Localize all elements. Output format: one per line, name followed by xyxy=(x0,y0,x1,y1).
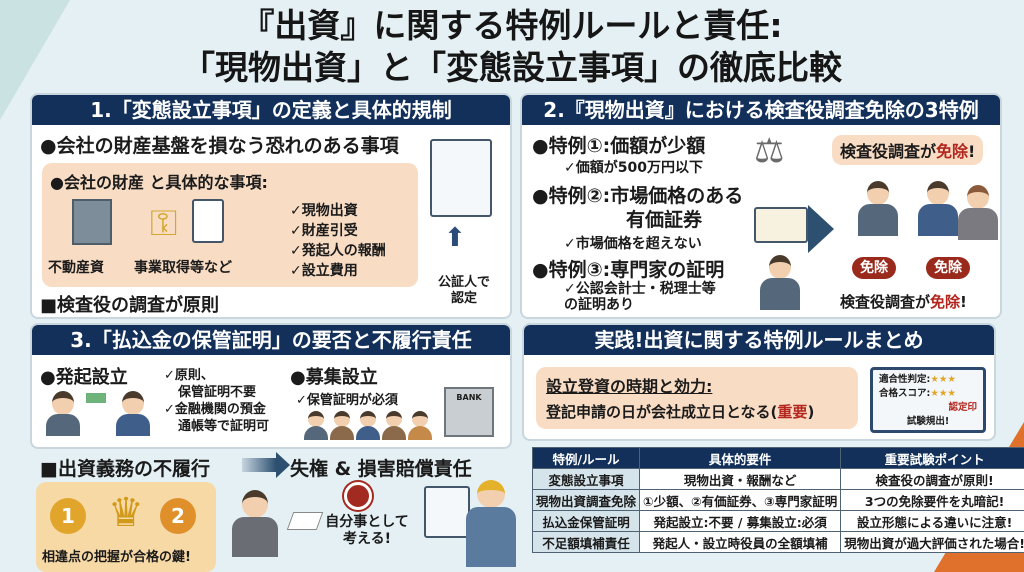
consequence-label: 失権 & 損害賠償責任 xyxy=(290,458,472,480)
certificate-icon xyxy=(430,139,492,217)
person-icon xyxy=(918,181,958,236)
check-item: ✓財産引受 xyxy=(290,223,358,239)
table-row: 払込金保管証明発起設立:不要 / 募集設立:必須設立形態による違いに注意! xyxy=(531,510,1024,532)
exempt-badge: 免除 xyxy=(852,257,896,279)
person-icon xyxy=(46,391,80,436)
building-icon xyxy=(72,199,112,245)
key-icon: ⚿ xyxy=(150,203,178,244)
seal-icon xyxy=(344,482,372,510)
section3-panel: 3.「払込金の保管証明」の要否と不履行責任 ●発起設立 ✓原則、 保管証明不要 … xyxy=(30,323,512,449)
table-header: 重要試験ポイント xyxy=(840,447,1024,469)
check-item: ✓設立費用 xyxy=(290,263,358,279)
worker-icon xyxy=(466,480,516,567)
timing-text: 登記申請の日が会社成立日となる(重要) xyxy=(546,403,815,421)
boshu-title: ●募集設立 xyxy=(290,367,378,388)
case2-title: ●特例②:市場価格のある xyxy=(532,185,744,207)
section1-principle: ■検査役の調査が原則 xyxy=(40,295,220,316)
hokki-check: 保管証明不要 xyxy=(178,385,257,400)
medal-box: 1 ♛ 2 相違点の把握が合格の鍵! xyxy=(36,482,216,572)
page-title-line1: 『出資』に関する特例ルールと責任: xyxy=(241,6,783,45)
arrow-right-icon xyxy=(242,458,276,472)
think-label: 自分事として考える! xyxy=(325,514,409,547)
hokki-check: 通帳等で証明可 xyxy=(178,419,270,434)
failure-label: ■出資義務の不履行 xyxy=(40,458,210,480)
medal-icon: 1 xyxy=(50,498,86,534)
table-header: 具体的要件 xyxy=(639,447,842,469)
page-title-line2: 「現物出資」と「変態設立事項」の徹底比較 xyxy=(182,48,842,87)
timing-box: 設立登資の時期と効力: 登記申請の日が会社成立日となる(重要) xyxy=(536,367,858,429)
section1-panel: 1.「変態設立事項」の定義と具体的規制 ●会社の財産基盤を損なう恐れのある事項 … xyxy=(30,93,512,319)
hokki-title: ●発起設立 xyxy=(40,367,128,388)
case3-detail2: の証明あり xyxy=(564,297,634,313)
section2-panel: 2.『現物出資』における検査役調査免除の3特例 ●特例①:価額が少額 ✓価額が5… xyxy=(520,93,1002,319)
case3-detail: ✓公認会計士・税理士等 xyxy=(564,281,716,297)
section4-header: 実践!出資に関する特例ルールまとめ xyxy=(524,325,994,355)
section1-lead: ●会社の財産基盤を損なう恐れのある事項 xyxy=(40,135,399,157)
label-real-estate: 不動産資 xyxy=(48,260,104,276)
section1-box-title: ●会社の財産 と具体的な事項: xyxy=(50,173,268,192)
section2-header: 2.『現物出資』における検査役調査免除の3特例 xyxy=(522,95,1000,125)
bank-icon: BANK xyxy=(444,387,494,437)
person-icon xyxy=(958,185,998,240)
trophy-icon: ♛ xyxy=(108,490,144,536)
arrow-up-icon: ⬆ xyxy=(444,223,466,253)
exempt-bottom-label: 検査役調査が免除! xyxy=(840,293,967,311)
case2-title2: 有価証券 xyxy=(626,209,703,231)
group-people-icon xyxy=(304,411,432,440)
medal-icon: 2 xyxy=(160,498,196,534)
thinking-person-icon xyxy=(232,490,278,557)
securities-icon xyxy=(754,207,808,243)
case1-title: ●特例①:価額が少額 xyxy=(532,135,706,157)
arrow-head-icon xyxy=(276,452,290,478)
person-icon xyxy=(858,181,898,236)
table-row: 不足額填補責任発起人・設立時役員の全額填補現物出資が過大評価された場合! xyxy=(531,531,1024,553)
check-item: ✓現物出資 xyxy=(290,203,358,219)
exempt-badge: 免除 xyxy=(926,257,970,279)
case3-title: ●特例③:専門家の証明 xyxy=(532,259,725,281)
hokki-check: ✓原則、 xyxy=(164,368,214,383)
seal-label: 認定印 xyxy=(948,402,977,413)
boshu-check: ✓保管証明が必須 xyxy=(296,393,398,408)
case2-detail: ✓市場価格を超えない xyxy=(564,236,702,252)
scale-icon: ⚖ xyxy=(754,131,785,171)
section1-box: ●会社の財産 と具体的な事項: ⚿ 不動産資 事業取得等など ✓現物出資 ✓財産… xyxy=(42,163,418,287)
notary-label: 公証人で認定 xyxy=(437,275,490,306)
document-icon xyxy=(424,486,470,538)
money-icon xyxy=(86,393,106,403)
table-header: 特例/ルール xyxy=(531,447,641,469)
hokki-check: ✓金融機関の預金 xyxy=(164,402,266,417)
bank-label: BANK xyxy=(456,393,482,402)
expert-person-icon xyxy=(760,255,800,310)
section1-header: 1.「変態設立事項」の定義と具体的規制 xyxy=(32,95,510,125)
timing-title: 設立登資の時期と効力: xyxy=(546,377,713,396)
table-row: 変態設立事項現物出資・報酬など検査役の調査が原則! xyxy=(531,468,1024,490)
medal-caption: 相違点の把握が合格の鍵! xyxy=(42,550,191,565)
exempt-top-label: 検査役調査が免除! xyxy=(832,135,984,165)
label-business: 事業取得等など xyxy=(134,260,232,276)
cert-caption: 試験規出! xyxy=(906,416,950,427)
arrow-right-icon xyxy=(808,205,834,253)
check-item: ✓発起人の報酬 xyxy=(290,243,386,259)
section3-header: 3.「払込金の保管証明」の要否と不履行責任 xyxy=(32,325,510,355)
stamp-icon xyxy=(286,512,324,530)
person-icon xyxy=(116,391,150,436)
case1-detail: ✓価額が500万円以下 xyxy=(564,160,703,176)
certificate-card: 適合性判定:★★★ 合格スコア:★★★ 認定印 試験規出! xyxy=(870,367,986,433)
summary-table: 特例/ルール具体的要件重要試験ポイント 変態設立事項現物出資・報酬など検査役の調… xyxy=(531,447,1024,553)
document-icon xyxy=(192,199,224,243)
section4-panel: 実践!出資に関する特例ルールまとめ 設立登資の時期と効力: 登記申請の日が会社成… xyxy=(522,323,996,441)
